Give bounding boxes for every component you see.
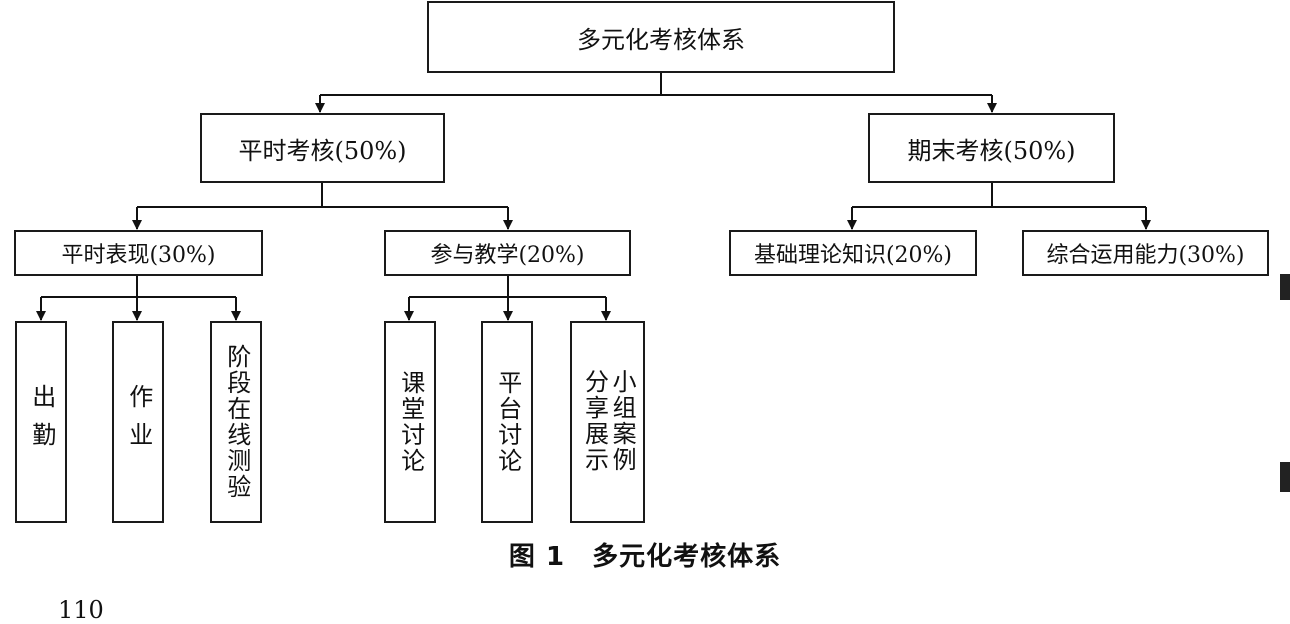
final-assessment-node: 期末考核(50%) (868, 113, 1115, 183)
group-case-sharing-node: 小组案例分享展示 (570, 321, 645, 523)
performance-label: 平时表现(30%) (61, 243, 216, 268)
participation-node: 参与教学(20%) (384, 230, 631, 276)
class-discussion-node: 课堂讨论 (384, 321, 436, 523)
group-case-sharing-label: 小组案例分享展示 (580, 369, 637, 473)
participation-label: 参与教学(20%) (430, 243, 585, 268)
platform-discussion-node: 平台讨论 (481, 321, 533, 523)
figure-caption: 图 1 多元化考核体系 (508, 542, 782, 572)
edge-mark (1280, 462, 1290, 492)
attendance-node: 出勤 (15, 321, 67, 523)
platform-discussion-label: 平台讨论 (493, 370, 522, 474)
online-quiz-node: 阶段在线测验 (210, 321, 262, 523)
root-node: 多元化考核体系 (427, 1, 895, 73)
regular-assessment-node: 平时考核(50%) (200, 113, 445, 183)
class-discussion-label: 课堂讨论 (396, 370, 425, 474)
final-assessment-label: 期末考核(50%) (907, 136, 1076, 165)
edge-mark (1280, 274, 1290, 300)
online-quiz-label: 阶段在线测验 (222, 344, 251, 500)
application-ability-label: 综合运用能力(30%) (1046, 243, 1245, 268)
theory-knowledge-node: 基础理论知识(20%) (729, 230, 977, 276)
page-number: 110 (58, 596, 104, 624)
homework-node: 作业 (112, 321, 164, 523)
root-label: 多元化考核体系 (577, 25, 745, 54)
performance-node: 平时表现(30%) (14, 230, 263, 276)
application-ability-node: 综合运用能力(30%) (1022, 230, 1269, 276)
attendance-label: 出勤 (27, 384, 56, 460)
regular-assessment-label: 平时考核(50%) (238, 136, 407, 165)
homework-label: 作业 (124, 384, 153, 460)
theory-knowledge-label: 基础理论知识(20%) (753, 243, 953, 268)
